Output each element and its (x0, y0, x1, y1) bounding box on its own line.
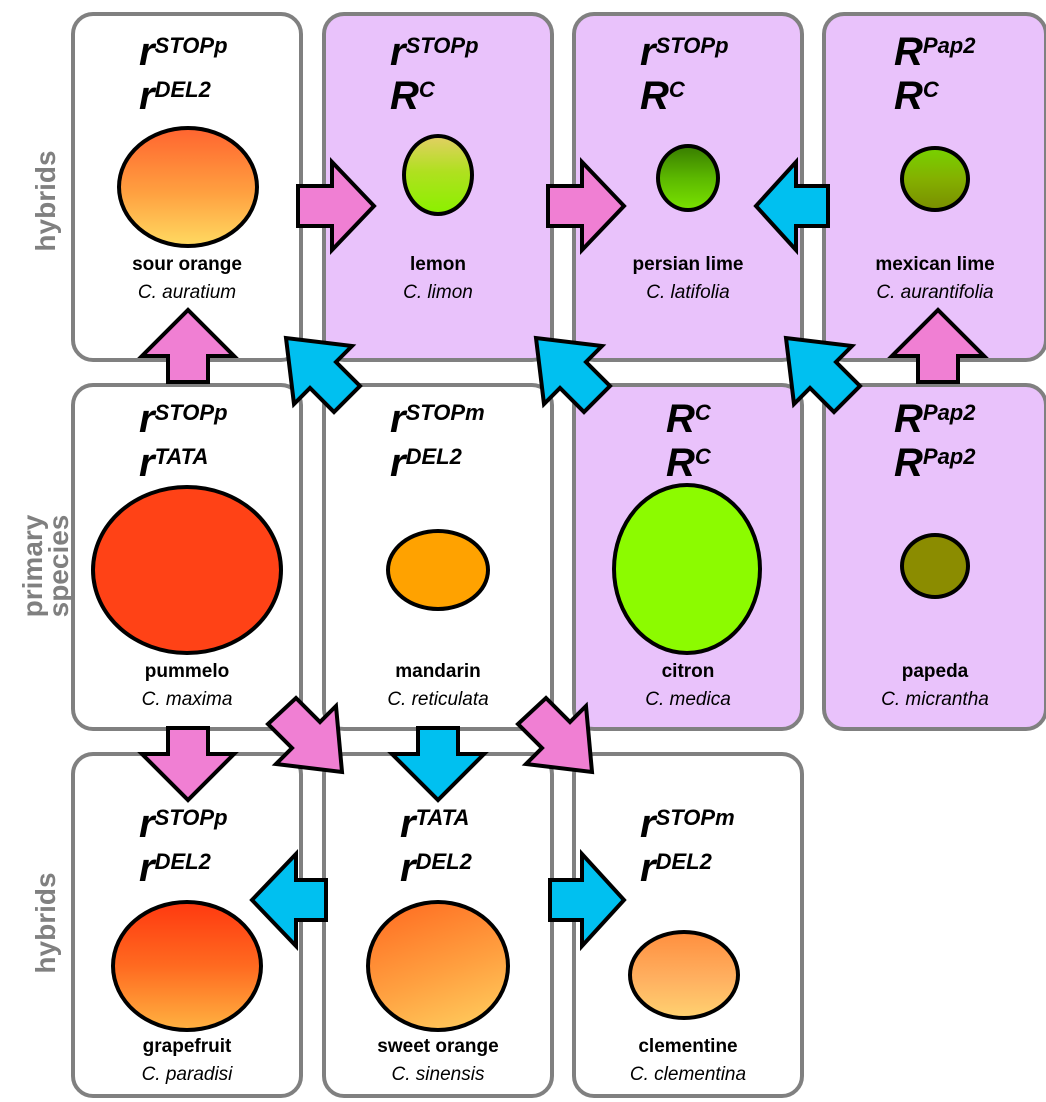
species-name: C. auratium (137, 282, 237, 303)
genotype-line-1: rSTOPp (640, 30, 729, 74)
card-clementine (572, 752, 804, 1098)
fruit-clementine (628, 930, 740, 1020)
genotype-line-1: rSTOPp (139, 397, 228, 441)
card-papeda (822, 383, 1046, 731)
arrow-papeda-to-mexican-lime (887, 307, 989, 384)
genotype-line-2: RC (390, 74, 435, 118)
genotype-line-1: rSTOPp (139, 30, 228, 74)
fruit-mexican-lime (900, 146, 970, 212)
genotype-line-2: RC (640, 74, 685, 118)
cell-pummelo: rSTOPp rTATA pummelo C. maxima (73, 385, 301, 729)
arrow-sweet-orange-to-clementine (548, 848, 627, 952)
cell-lemon: rSTOPp RC lemon C. limon (324, 14, 552, 360)
common-name: lemon (410, 254, 466, 275)
cell-citron: RC RC citron C. medica (574, 385, 802, 729)
species-name: C. paradisi (141, 1064, 233, 1085)
genotype-line-2: rDEL2 (139, 74, 211, 118)
cell-persian-lime: rSTOPp RC persian lime C. latifolia (574, 14, 802, 360)
genotype-line-2: rDEL2 (640, 846, 712, 890)
cell-papeda: RPap2 RPap2 papeda C. micrantha (824, 385, 1046, 729)
arrow-sweet-orange-to-grapefruit (249, 849, 328, 951)
cell-clementine: rSTOPm rDEL2 clementine C. clementina (574, 754, 802, 1096)
species-name: C. sinensis (391, 1064, 485, 1085)
arrow-lemon-to-persian-lime (546, 157, 627, 255)
common-name: mandarin (395, 661, 481, 682)
fruit-grapefruit (111, 900, 263, 1032)
species-name: C. medica (645, 689, 731, 710)
species-name: C. aurantifolia (876, 282, 994, 303)
fruit-sour-orange (117, 126, 259, 248)
arrow-sour-orange-to-lemon (296, 157, 377, 255)
genotype-line-2: rTATA (139, 441, 209, 485)
species-name: C. latifolia (646, 282, 730, 303)
common-name: pummelo (144, 661, 230, 682)
fruit-sweet-orange (366, 900, 510, 1032)
cell-mexican-lime: RPap2 RC mexican lime C. aurantifolia (824, 14, 1046, 360)
arrow-mandarin-to-clementine (515, 695, 595, 775)
arrow-pummelo-to-sweet-orange (265, 695, 345, 775)
genotype-line-2: rDEL2 (400, 846, 472, 890)
common-name: citron (661, 661, 715, 682)
genotype-line-1: rSTOPm (390, 397, 485, 441)
genotype-line-1: RPap2 (894, 397, 976, 441)
common-name: mexican lime (875, 254, 995, 275)
fruit-persian-lime (656, 144, 720, 212)
arrow-citron-to-lemon (533, 335, 613, 415)
genotype-line-2: RC (666, 441, 711, 485)
fruit-papeda (900, 533, 970, 599)
genotype-line-1: rTATA (400, 802, 470, 846)
common-name: sour orange (132, 254, 242, 275)
cell-grapefruit: rSTOPp rDEL2 grapefruit C. paradisi (73, 754, 301, 1096)
fruit-lemon (402, 134, 474, 216)
fruit-citron (612, 483, 762, 655)
arrow-papeda-to-persian-lime (783, 335, 863, 415)
common-name: sweet orange (377, 1036, 499, 1057)
arrow-pummelo-to-grapefruit (137, 726, 239, 803)
species-name: C. limon (403, 282, 473, 303)
common-name: persian lime (632, 254, 744, 275)
species-name: C. micrantha (881, 689, 989, 710)
genotype-line-1: rSTOPm (640, 802, 735, 846)
genotype-line-1: RPap2 (894, 30, 976, 74)
cell-sweet-orange: rTATA rDEL2 sweet orange C. sinensis (324, 754, 552, 1096)
arrow-mandarin-to-sweet-orange (387, 726, 489, 803)
genotype-line-2: RPap2 (894, 441, 976, 485)
arrow-mandarin-to-sour-orange (283, 335, 363, 415)
cell-sour-orange: rSTOPp rDEL2 sour orange C. auratium (73, 14, 301, 360)
genotype-line-2: rDEL2 (139, 846, 211, 890)
genotype-line-1: rSTOPp (139, 802, 228, 846)
common-name: papeda (901, 661, 969, 682)
species-name: C. maxima (141, 689, 233, 710)
genotype-line-2: rDEL2 (390, 441, 462, 485)
cell-mandarin: rSTOPm rDEL2 mandarin C. reticulata (324, 385, 552, 729)
genotype-line-1: rSTOPp (390, 30, 479, 74)
fruit-mandarin (386, 529, 490, 611)
arrow-mexican-lime-to-persian-lime (753, 156, 830, 256)
arrow-pummelo-to-sour-orange (137, 307, 239, 384)
fruit-pummelo (91, 485, 283, 655)
species-name: C. reticulata (387, 689, 489, 710)
species-name: C. clementina (629, 1064, 747, 1085)
common-name: clementine (638, 1036, 738, 1057)
genotype-line-2: RC (894, 74, 939, 118)
genotype-line-1: RC (666, 397, 711, 441)
common-name: grapefruit (142, 1036, 232, 1057)
